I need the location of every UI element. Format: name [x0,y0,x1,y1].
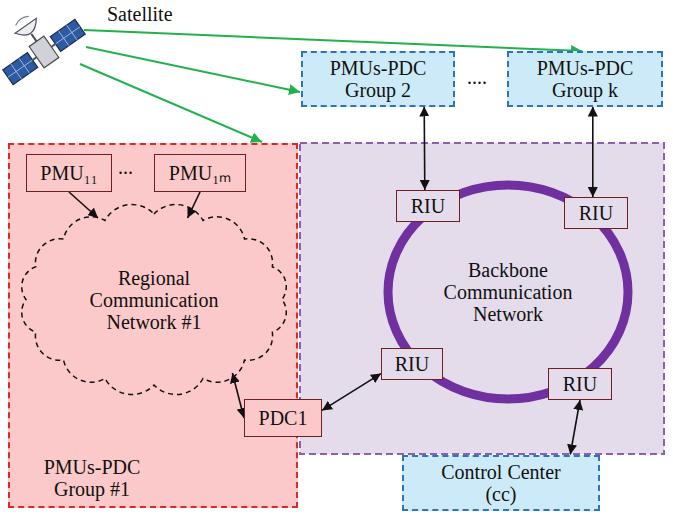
satellite-dish [15,18,41,40]
group-region: PMUs-PDC Group #1 PMU₁₁ PMU₁ₘRegional Comm… [8,143,298,508]
riu-box: RIU [381,348,443,380]
pmu-box-text: PMU₁ₘ [169,162,231,184]
group-box-text: PMUs-PDC Group k [525,57,645,101]
group-region-text: PMUs-PDC Group #1 [32,456,152,500]
riu-box: RIU [396,190,460,222]
group-box: PMUs-PDC Group k [507,51,663,107]
ellipsis: .... [467,66,487,88]
pmu-box: PMU₁₁ [26,154,112,192]
cloud-path [22,205,287,395]
network-cloud: Regional Communication Network #1 [14,202,294,397]
solar-panel [3,53,38,85]
satellite-body [29,36,59,68]
riu-box-text: RIU [395,353,429,375]
ellipsis-holder: .... [467,66,487,88]
satellite-link [80,64,262,142]
riu-box: RIU [548,368,612,400]
pmu-box: PMU₁ₘ [154,154,246,192]
control-center-box-text: Control Center (cc) [431,461,571,505]
connector-arrow [592,107,594,198]
backbone-region [300,143,664,454]
satellite-label-holder: Satellite [107,3,173,25]
connector-arrow [232,373,244,418]
connector-arrow [69,192,98,218]
panel-grid [8,60,33,77]
pdc-box: PDC1 [244,399,322,437]
solar-panel [50,19,85,51]
connector-arrow [322,374,381,411]
panel-grid [55,27,80,44]
dish-stem [31,34,36,41]
control-center-box: Control Center (cc) [402,455,600,511]
satellite-link [86,47,300,92]
satellite-icon [0,0,87,88]
ellipsis-holder: ... [118,156,133,178]
network-cloud-text: Regional Communication Network #1 [84,267,224,333]
signal-wave [14,14,29,25]
riu-box: RIU [564,197,628,229]
group-box: PMUs-PDC Group 2 [301,51,455,107]
group-box-text: PMUs-PDC Group 2 [318,57,438,101]
riu-box-text: RIU [411,195,445,217]
satellite-label: Satellite [107,3,173,25]
ellipsis: ... [118,156,133,178]
riu-box-text: RIU [563,373,597,395]
group-region-fill [8,143,298,508]
pmu-box-text: PMU₁₁ [40,162,97,184]
backbone-ring-text: Backbone Communication Network [438,259,578,325]
pdc-box-text: PDC1 [259,407,308,429]
riu-box-text: RIU [579,202,613,224]
connector-arrow [570,400,580,455]
satellite-link [84,30,582,51]
ring-ellipse [388,185,628,399]
connector-arrow [423,107,425,191]
